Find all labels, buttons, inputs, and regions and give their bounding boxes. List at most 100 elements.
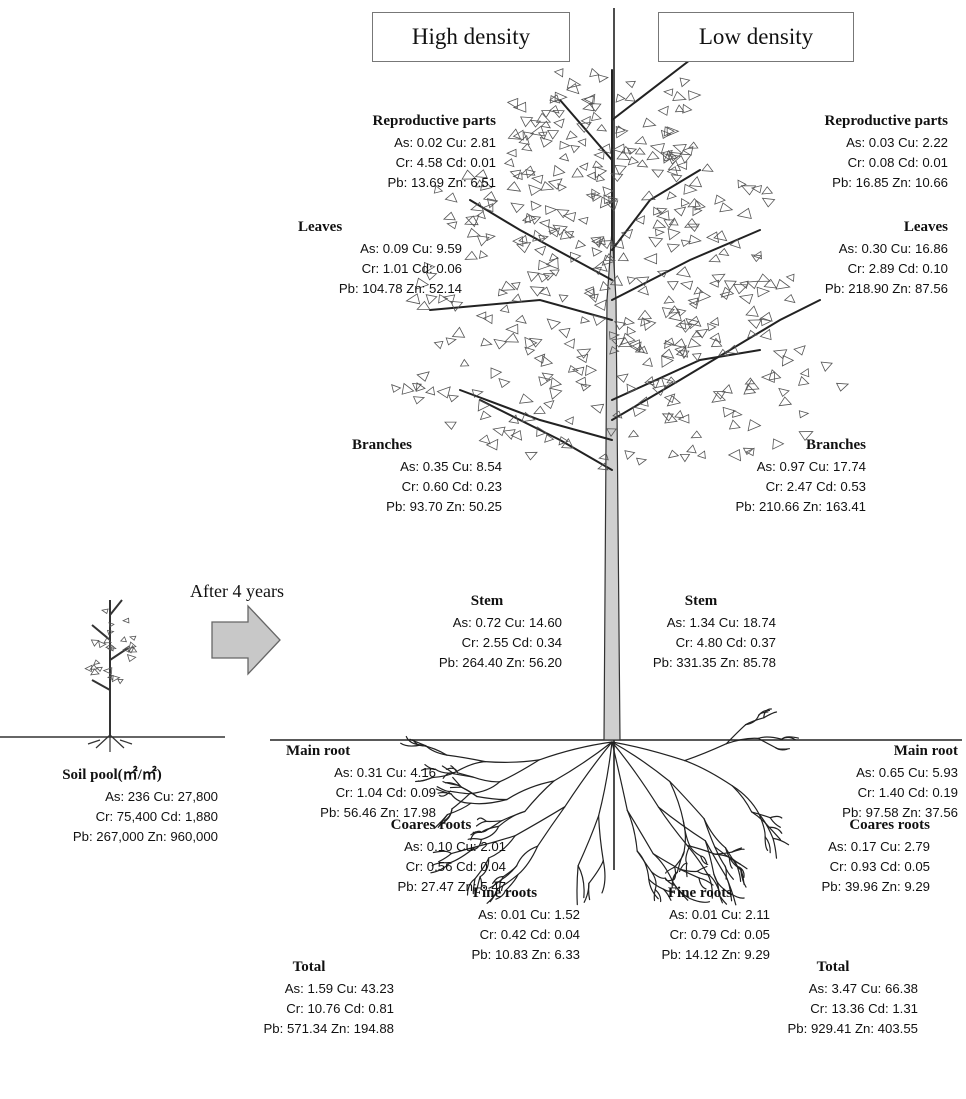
high-reproductive-value-row: Pb: 13.69 Zn: 6.51 [387, 175, 496, 190]
leaf-shape [530, 200, 542, 211]
leaf-shape [747, 329, 758, 339]
leaf-shape [100, 608, 109, 615]
low-leaves-title: Leaves [903, 219, 948, 235]
soil-pool-block: Soil pool(㎡/㎡) As: 236 Cu: 27,800 Cr: 75… [6, 766, 218, 847]
leaf-shape [523, 131, 535, 141]
leaf-shape [471, 389, 484, 398]
leaf-shape [599, 196, 614, 209]
root-line [648, 878, 665, 890]
leaf-shape [486, 198, 499, 209]
high-stem-value-row: Cr: 2.55 Cd: 0.34 [461, 635, 562, 650]
tree-roots [400, 708, 799, 906]
leaf-shape [687, 337, 702, 348]
leaf-shape [119, 636, 128, 643]
root-line [698, 877, 714, 886]
high-coarse-roots-value-row: Pb: 27.47 Zn: 5.47 [397, 879, 506, 894]
root-line [601, 860, 606, 894]
leaf-shape [542, 273, 555, 281]
leaf-shape [528, 184, 542, 197]
leaf-shape [793, 345, 806, 356]
root-line [769, 817, 781, 828]
high-coarse-roots-value-row: As: 0.10 Cu: 2.01 [404, 839, 506, 854]
leaf-shape [627, 429, 640, 438]
leaf-shape [691, 329, 703, 338]
high-coarse-roots-title: Coares roots [390, 817, 472, 833]
leaf-shape [510, 202, 525, 214]
leaf-shape [740, 185, 757, 196]
leaf-shape [684, 217, 699, 228]
leaf-shape [102, 667, 113, 675]
leaf-shape [668, 151, 683, 162]
leaf-shape [510, 429, 523, 441]
leaf-shape [540, 181, 555, 191]
root-line [538, 741, 613, 761]
leaf-shape [518, 393, 534, 404]
root-line [449, 790, 471, 795]
leaf-shape [687, 315, 702, 327]
leaf-shape [729, 238, 741, 249]
low-reproductive-value-row: Cr: 0.08 Cd: 0.01 [847, 155, 948, 170]
root-line [588, 882, 591, 901]
leaf-shape [520, 116, 534, 128]
leaf-shape [663, 150, 678, 162]
leaf-shape [710, 337, 723, 348]
high-total-title: Total [292, 959, 326, 975]
leaf-shape [556, 209, 570, 219]
high-total-value-row: Pb: 571.34 Zn: 194.88 [263, 1021, 394, 1036]
root-line [764, 836, 769, 851]
leaf-shape [616, 373, 629, 383]
leaf-shape [592, 160, 604, 169]
leaf-shape [737, 179, 747, 189]
leaf-shape [505, 323, 519, 335]
root-line [733, 859, 743, 871]
leaf-shape [624, 450, 636, 461]
low-coarse-roots-title: Coares roots [849, 817, 930, 833]
leaf-shape [720, 286, 735, 298]
low-branches-value-row: Pb: 210.66 Zn: 163.41 [735, 499, 866, 514]
leaf-shape [664, 339, 674, 349]
leaf-shape [569, 251, 582, 263]
root-line [516, 845, 539, 867]
root-line [725, 724, 747, 745]
leaf-shape [620, 145, 633, 154]
leaf-shape [656, 207, 668, 216]
root-line [442, 772, 455, 779]
root-line [758, 813, 766, 838]
leaf-shape [711, 391, 727, 403]
leaf-shape [538, 286, 551, 297]
root-line [769, 815, 783, 819]
leaf-shape [543, 400, 555, 410]
high-main-root-value-row: As: 0.31 Cu: 4.16 [334, 765, 436, 780]
leaf-shape [637, 396, 649, 407]
leaf-shape [781, 354, 795, 367]
leaf-shape [662, 152, 675, 164]
leaf-shape [745, 305, 759, 317]
leaf-shape [550, 376, 563, 389]
leaf-shape [589, 67, 600, 78]
root-line [669, 780, 705, 820]
low-main-root-value-row: Pb: 97.58 Zn: 37.56 [842, 805, 958, 820]
root-line [417, 777, 433, 782]
leaf-shape [736, 207, 752, 220]
leaf-shape [744, 377, 756, 385]
leaf-shape [566, 77, 582, 89]
leaf-shape [540, 120, 551, 129]
leaf-shape [521, 143, 533, 152]
leaf-shape [666, 166, 679, 176]
leaf-shape [459, 358, 470, 367]
leaf-shape [518, 134, 530, 146]
root-line [731, 847, 743, 853]
root-line [517, 845, 539, 876]
leaf-shape [590, 403, 605, 414]
leaf-cluster [391, 67, 850, 471]
leaf-shape [541, 372, 554, 382]
leaf-shape [492, 426, 506, 437]
leaf-shape [90, 668, 100, 676]
root-line [446, 802, 472, 816]
leaf-shape [450, 300, 464, 312]
leaf-shape [405, 293, 421, 305]
